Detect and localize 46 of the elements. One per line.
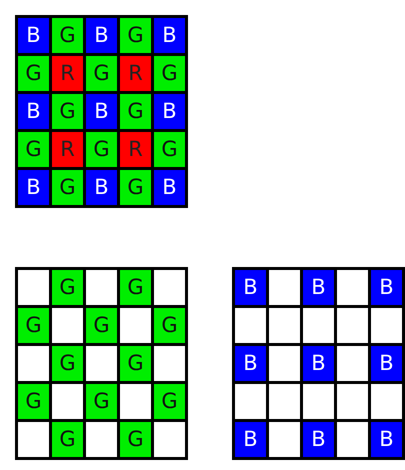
color-filter-cell: G: [120, 346, 151, 381]
color-filter-cell: G: [52, 18, 83, 53]
color-filter-cell: B: [371, 346, 402, 381]
color-filter-cell: R: [120, 56, 151, 91]
color-filter-cell: G: [52, 422, 83, 457]
color-filter-cell: B: [235, 270, 266, 305]
color-filter-cell: B: [86, 94, 117, 129]
color-filter-cell: B: [154, 18, 185, 53]
color-filter-cell: G: [52, 270, 83, 305]
color-filter-cell: G: [86, 384, 117, 419]
color-filter-cell: G: [120, 170, 151, 205]
color-filter-cell: B: [154, 94, 185, 129]
color-filter-cell: B: [86, 170, 117, 205]
color-filter-cell: R: [120, 132, 151, 167]
color-filter-cell: G: [18, 308, 49, 343]
color-filter-cell: B: [303, 346, 334, 381]
color-filter-cell: G: [86, 132, 117, 167]
color-filter-cell: B: [371, 270, 402, 305]
color-filter-cell: B: [371, 422, 402, 457]
color-filter-cell: B: [303, 422, 334, 457]
color-filter-cell: G: [86, 56, 117, 91]
color-filter-cell: R: [52, 132, 83, 167]
color-filter-cell: B: [235, 346, 266, 381]
color-filter-cell: G: [120, 270, 151, 305]
color-filter-cell: G: [52, 94, 83, 129]
color-filter-cell: G: [154, 384, 185, 419]
color-filter-cell: G: [18, 384, 49, 419]
color-filter-cell: B: [303, 270, 334, 305]
color-filter-cell: G: [18, 132, 49, 167]
color-filter-cell: G: [18, 56, 49, 91]
color-filter-cell: B: [18, 18, 49, 53]
color-filter-cell: G: [154, 308, 185, 343]
color-filter-cell: G: [52, 170, 83, 205]
color-filter-cell: G: [154, 132, 185, 167]
color-filter-cell: B: [235, 422, 266, 457]
color-filter-cell: G: [120, 422, 151, 457]
color-filter-cell: G: [86, 308, 117, 343]
color-filter-cell: B: [154, 170, 185, 205]
color-filter-cell: B: [18, 94, 49, 129]
color-filter-cell: G: [120, 18, 151, 53]
color-filter-cell: B: [18, 170, 49, 205]
color-filter-cell: R: [52, 56, 83, 91]
color-filter-cell: B: [86, 18, 117, 53]
color-filter-cell: G: [120, 94, 151, 129]
color-filter-cell: G: [52, 346, 83, 381]
color-filter-cell: G: [154, 56, 185, 91]
